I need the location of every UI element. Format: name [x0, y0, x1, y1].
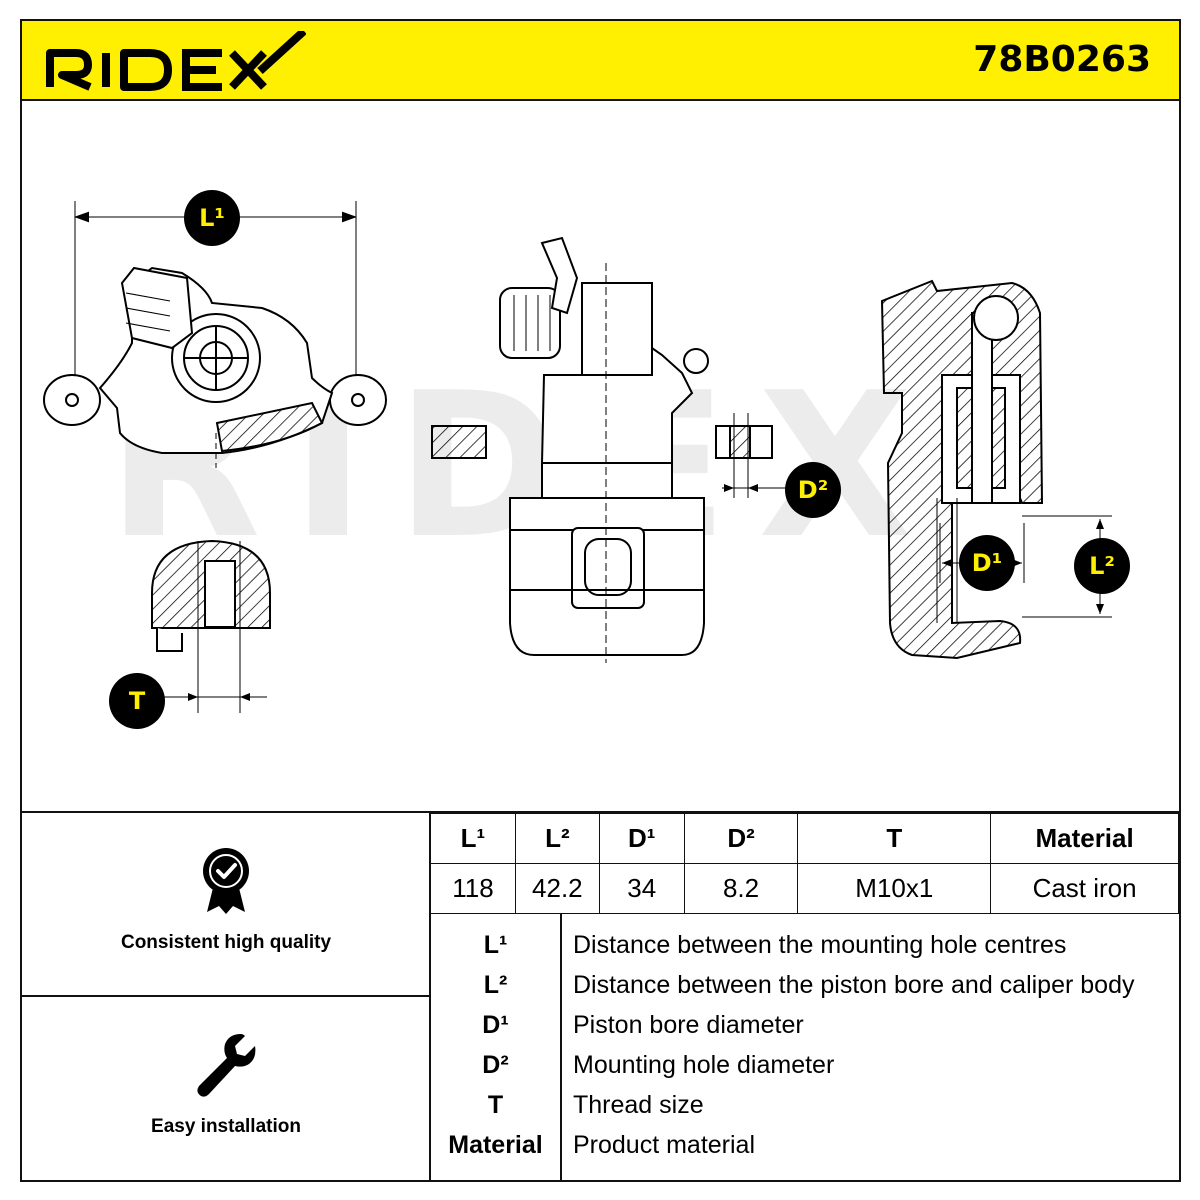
- spec-header-row: L¹ L² D¹ D² T Material: [430, 813, 1179, 864]
- spec-header-t: T: [797, 813, 992, 864]
- spec-value-row: 118 42.2 34 8.2 M10x1 Cast iron: [430, 863, 1179, 914]
- legend-desc: Distance between the piston bore and cal…: [573, 971, 1135, 999]
- spec-header-d1: D¹: [598, 813, 685, 864]
- badge-t: T: [109, 673, 165, 729]
- spec-table: L¹ L² D¹ D² T Material 118 42.2 34 8.2 M…: [430, 813, 1179, 914]
- legend-key: T: [487, 1091, 504, 1119]
- caliper-drawing: RIDEX: [43, 201, 1112, 713]
- technical-drawing: RIDEX: [22, 103, 1179, 811]
- spec-value-d2: 8.2: [683, 863, 799, 914]
- spec-header-l2: L²: [514, 813, 600, 864]
- legend-row: L² Distance between the piston bore and …: [430, 971, 1179, 1011]
- legend-desc: Mounting hole diameter: [573, 1051, 835, 1079]
- badge-l2: L²: [1074, 538, 1130, 594]
- spec-value-t: M10x1: [797, 863, 992, 914]
- legend-key: D¹: [482, 1011, 509, 1039]
- spec-value-material: Cast iron: [990, 863, 1179, 914]
- legend-key: L¹: [483, 931, 508, 959]
- badge-d2: D²: [785, 462, 841, 518]
- legend-row: L¹ Distance between the mounting hole ce…: [430, 931, 1179, 971]
- feature-label-installation: Easy installation: [151, 1116, 301, 1137]
- legend-row: Material Product material: [430, 1131, 1179, 1171]
- spec-header-material: Material: [990, 813, 1179, 864]
- spec-value-l2: 42.2: [514, 863, 600, 914]
- legend-key: Material: [448, 1131, 543, 1159]
- legend-row: T Thread size: [430, 1091, 1179, 1131]
- spec-value-d1: 34: [598, 863, 685, 914]
- caliper-section-view: [880, 279, 1112, 660]
- quality-seal-icon: [203, 848, 249, 914]
- caliper-side-view: [43, 201, 387, 468]
- thread-detail: [151, 539, 271, 713]
- feature-quality: Consistent high quality: [22, 848, 430, 954]
- header-bar: 78B0263: [20, 19, 1181, 101]
- feature-label-quality: Consistent high quality: [120, 932, 332, 953]
- feature-installation: Easy installation: [22, 1032, 430, 1138]
- legend-desc: Product material: [573, 1131, 756, 1159]
- legend-desc: Piston bore diameter: [573, 1011, 804, 1039]
- legend-divider: [560, 913, 562, 1180]
- divider-bottom-top: [20, 811, 1181, 813]
- spec-header-l1: L¹: [430, 813, 516, 864]
- part-number: 78B0263: [973, 39, 1151, 80]
- ridex-logo: [46, 31, 306, 91]
- legend-row: D¹ Piston bore diameter: [430, 1011, 1179, 1051]
- caliper-front-view: [431, 236, 792, 663]
- wrench-icon: [197, 1034, 256, 1097]
- legend-desc: Distance between the mounting hole centr…: [573, 931, 1067, 959]
- spec-value-l1: 118: [430, 863, 516, 914]
- legend-key: L²: [483, 971, 508, 999]
- divider-features: [429, 813, 431, 1180]
- legend-row: D² Mounting hole diameter: [430, 1051, 1179, 1091]
- divider-features-middle: [20, 995, 430, 997]
- badge-d1: D¹: [959, 535, 1015, 591]
- legend-key: D²: [482, 1051, 509, 1079]
- spec-header-d2: D²: [683, 813, 799, 864]
- legend-desc: Thread size: [573, 1091, 704, 1119]
- badge-l1: L¹: [184, 190, 240, 246]
- legend: L¹ Distance between the mounting hole ce…: [430, 913, 1179, 1180]
